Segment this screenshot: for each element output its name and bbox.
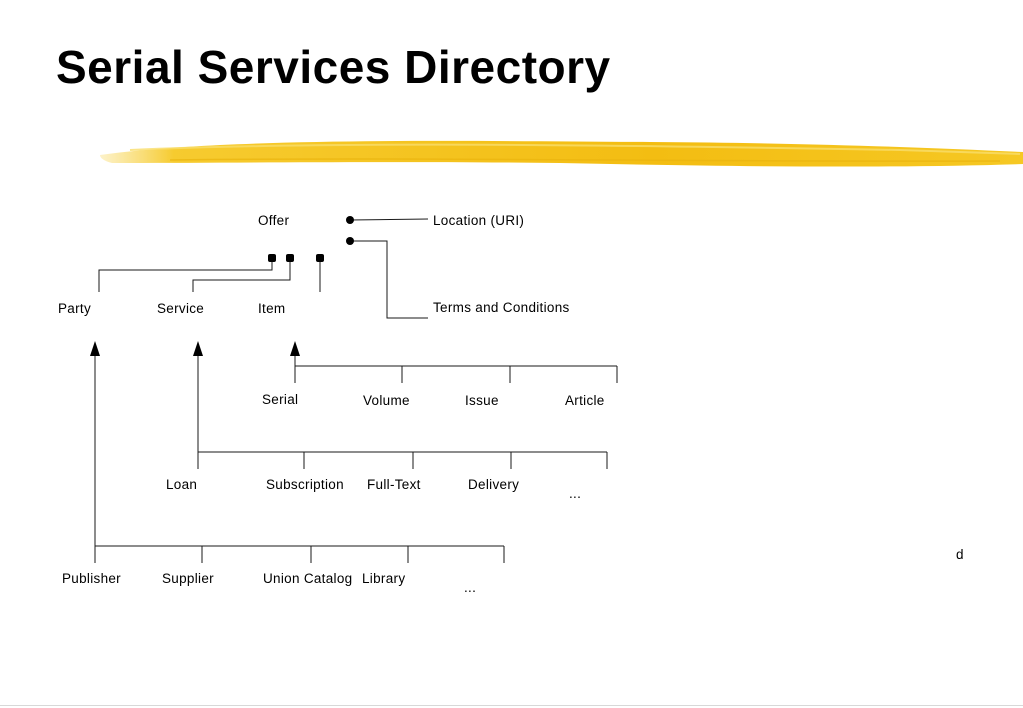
offer-connectors xyxy=(98,218,429,319)
item-arrowhead xyxy=(290,341,300,356)
service-type-more: ... xyxy=(569,486,581,501)
item-type-issue: Issue xyxy=(465,393,499,408)
party-type-supplier: Supplier xyxy=(162,571,214,586)
offer-label: Offer xyxy=(258,213,289,228)
stray-mark: d xyxy=(956,547,964,562)
connector-dots xyxy=(268,216,354,262)
party-type-union-catalog: Union Catalog xyxy=(263,571,352,586)
service-label: Service xyxy=(157,301,204,316)
bottom-divider xyxy=(0,705,1023,706)
highlighter-stroke xyxy=(100,140,1023,167)
item-hierarchy xyxy=(290,341,618,383)
page-title: Serial Services Directory xyxy=(56,41,611,93)
party-type-library: Library xyxy=(362,571,405,586)
service-hierarchy xyxy=(193,341,608,469)
party-type-more: ... xyxy=(464,580,476,595)
party-label: Party xyxy=(58,301,91,316)
item-label: Item xyxy=(258,301,285,316)
item-type-volume: Volume xyxy=(363,393,410,408)
location-label: Location (URI) xyxy=(433,213,524,228)
service-type-full-text: Full-Text xyxy=(367,477,421,492)
service-arrowhead xyxy=(193,341,203,356)
service-type-loan: Loan xyxy=(166,477,197,492)
item-type-article: Article xyxy=(565,393,605,408)
terms-dot xyxy=(346,237,354,245)
item-dot xyxy=(316,254,324,262)
service-type-delivery: Delivery xyxy=(468,477,519,492)
item-type-serial: Serial xyxy=(262,392,298,407)
party-dot xyxy=(268,254,276,262)
party-type-publisher: Publisher xyxy=(62,571,121,586)
party-hierarchy xyxy=(90,341,505,563)
party-arrowhead xyxy=(90,341,100,356)
terms-label: Terms and Conditions xyxy=(433,300,570,315)
service-type-subscription: Subscription xyxy=(266,477,344,492)
location-dot xyxy=(346,216,354,224)
service-dot xyxy=(286,254,294,262)
